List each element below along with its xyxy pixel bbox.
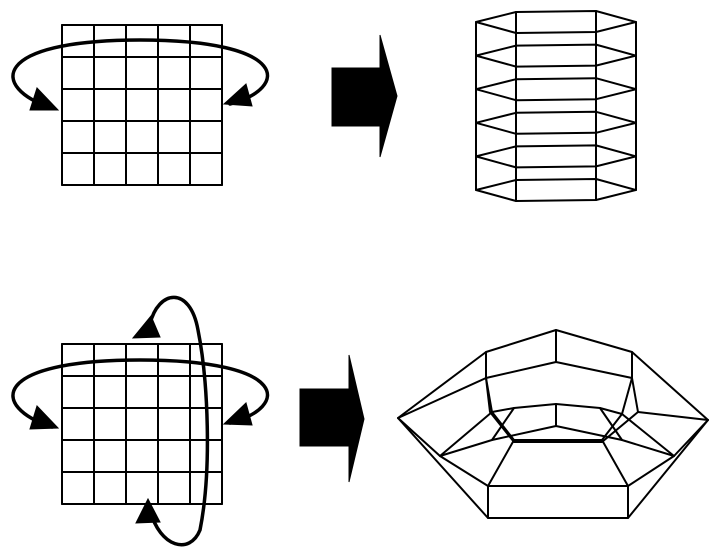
arrowhead-right-bottom — [222, 402, 253, 426]
torus-strut — [397, 377, 487, 419]
torus-upper-ring — [485, 361, 639, 443]
arrowhead-right-top — [222, 83, 253, 107]
cylinder-ring — [475, 43, 637, 68]
torus-strut — [397, 417, 441, 457]
wrap-arrow-vertical — [148, 295, 210, 547]
torus-strut — [621, 377, 633, 415]
cylinder-ring — [475, 144, 637, 169]
torus-strut — [637, 411, 709, 421]
grid-top — [61, 24, 223, 186]
cylinder-shape — [475, 10, 637, 202]
torus-strut — [487, 439, 515, 487]
block-arrow-bottom — [299, 354, 365, 483]
cylinder-ring — [475, 178, 637, 202]
arrowhead-top-vertical — [131, 315, 161, 339]
arrowhead-left-top — [29, 87, 60, 111]
wrap-arrow-horizontal-top — [11, 38, 270, 110]
torus-strut — [601, 439, 629, 487]
torus-strut — [673, 419, 709, 457]
torus-strut — [439, 411, 493, 457]
torus-lower-ring — [439, 425, 675, 487]
torus-shape — [397, 329, 709, 519]
torus-inner-ring — [491, 403, 623, 441]
torus-strut — [491, 407, 515, 441]
wrap-arrow-horizontal-bottom — [11, 358, 270, 429]
grid-bottom — [61, 343, 223, 505]
arrowhead-bottom-vertical — [135, 497, 161, 524]
block-arrow-top — [331, 34, 398, 158]
arrowhead-left-bottom — [29, 405, 60, 430]
cylinder-ring — [475, 77, 637, 102]
cylinder-ring — [475, 110, 637, 135]
torus-strut — [599, 407, 623, 441]
torus-strut — [621, 413, 675, 457]
torus-outer-ring — [397, 329, 709, 519]
cylinder-ring — [475, 10, 637, 34]
torus-strut — [485, 377, 493, 413]
